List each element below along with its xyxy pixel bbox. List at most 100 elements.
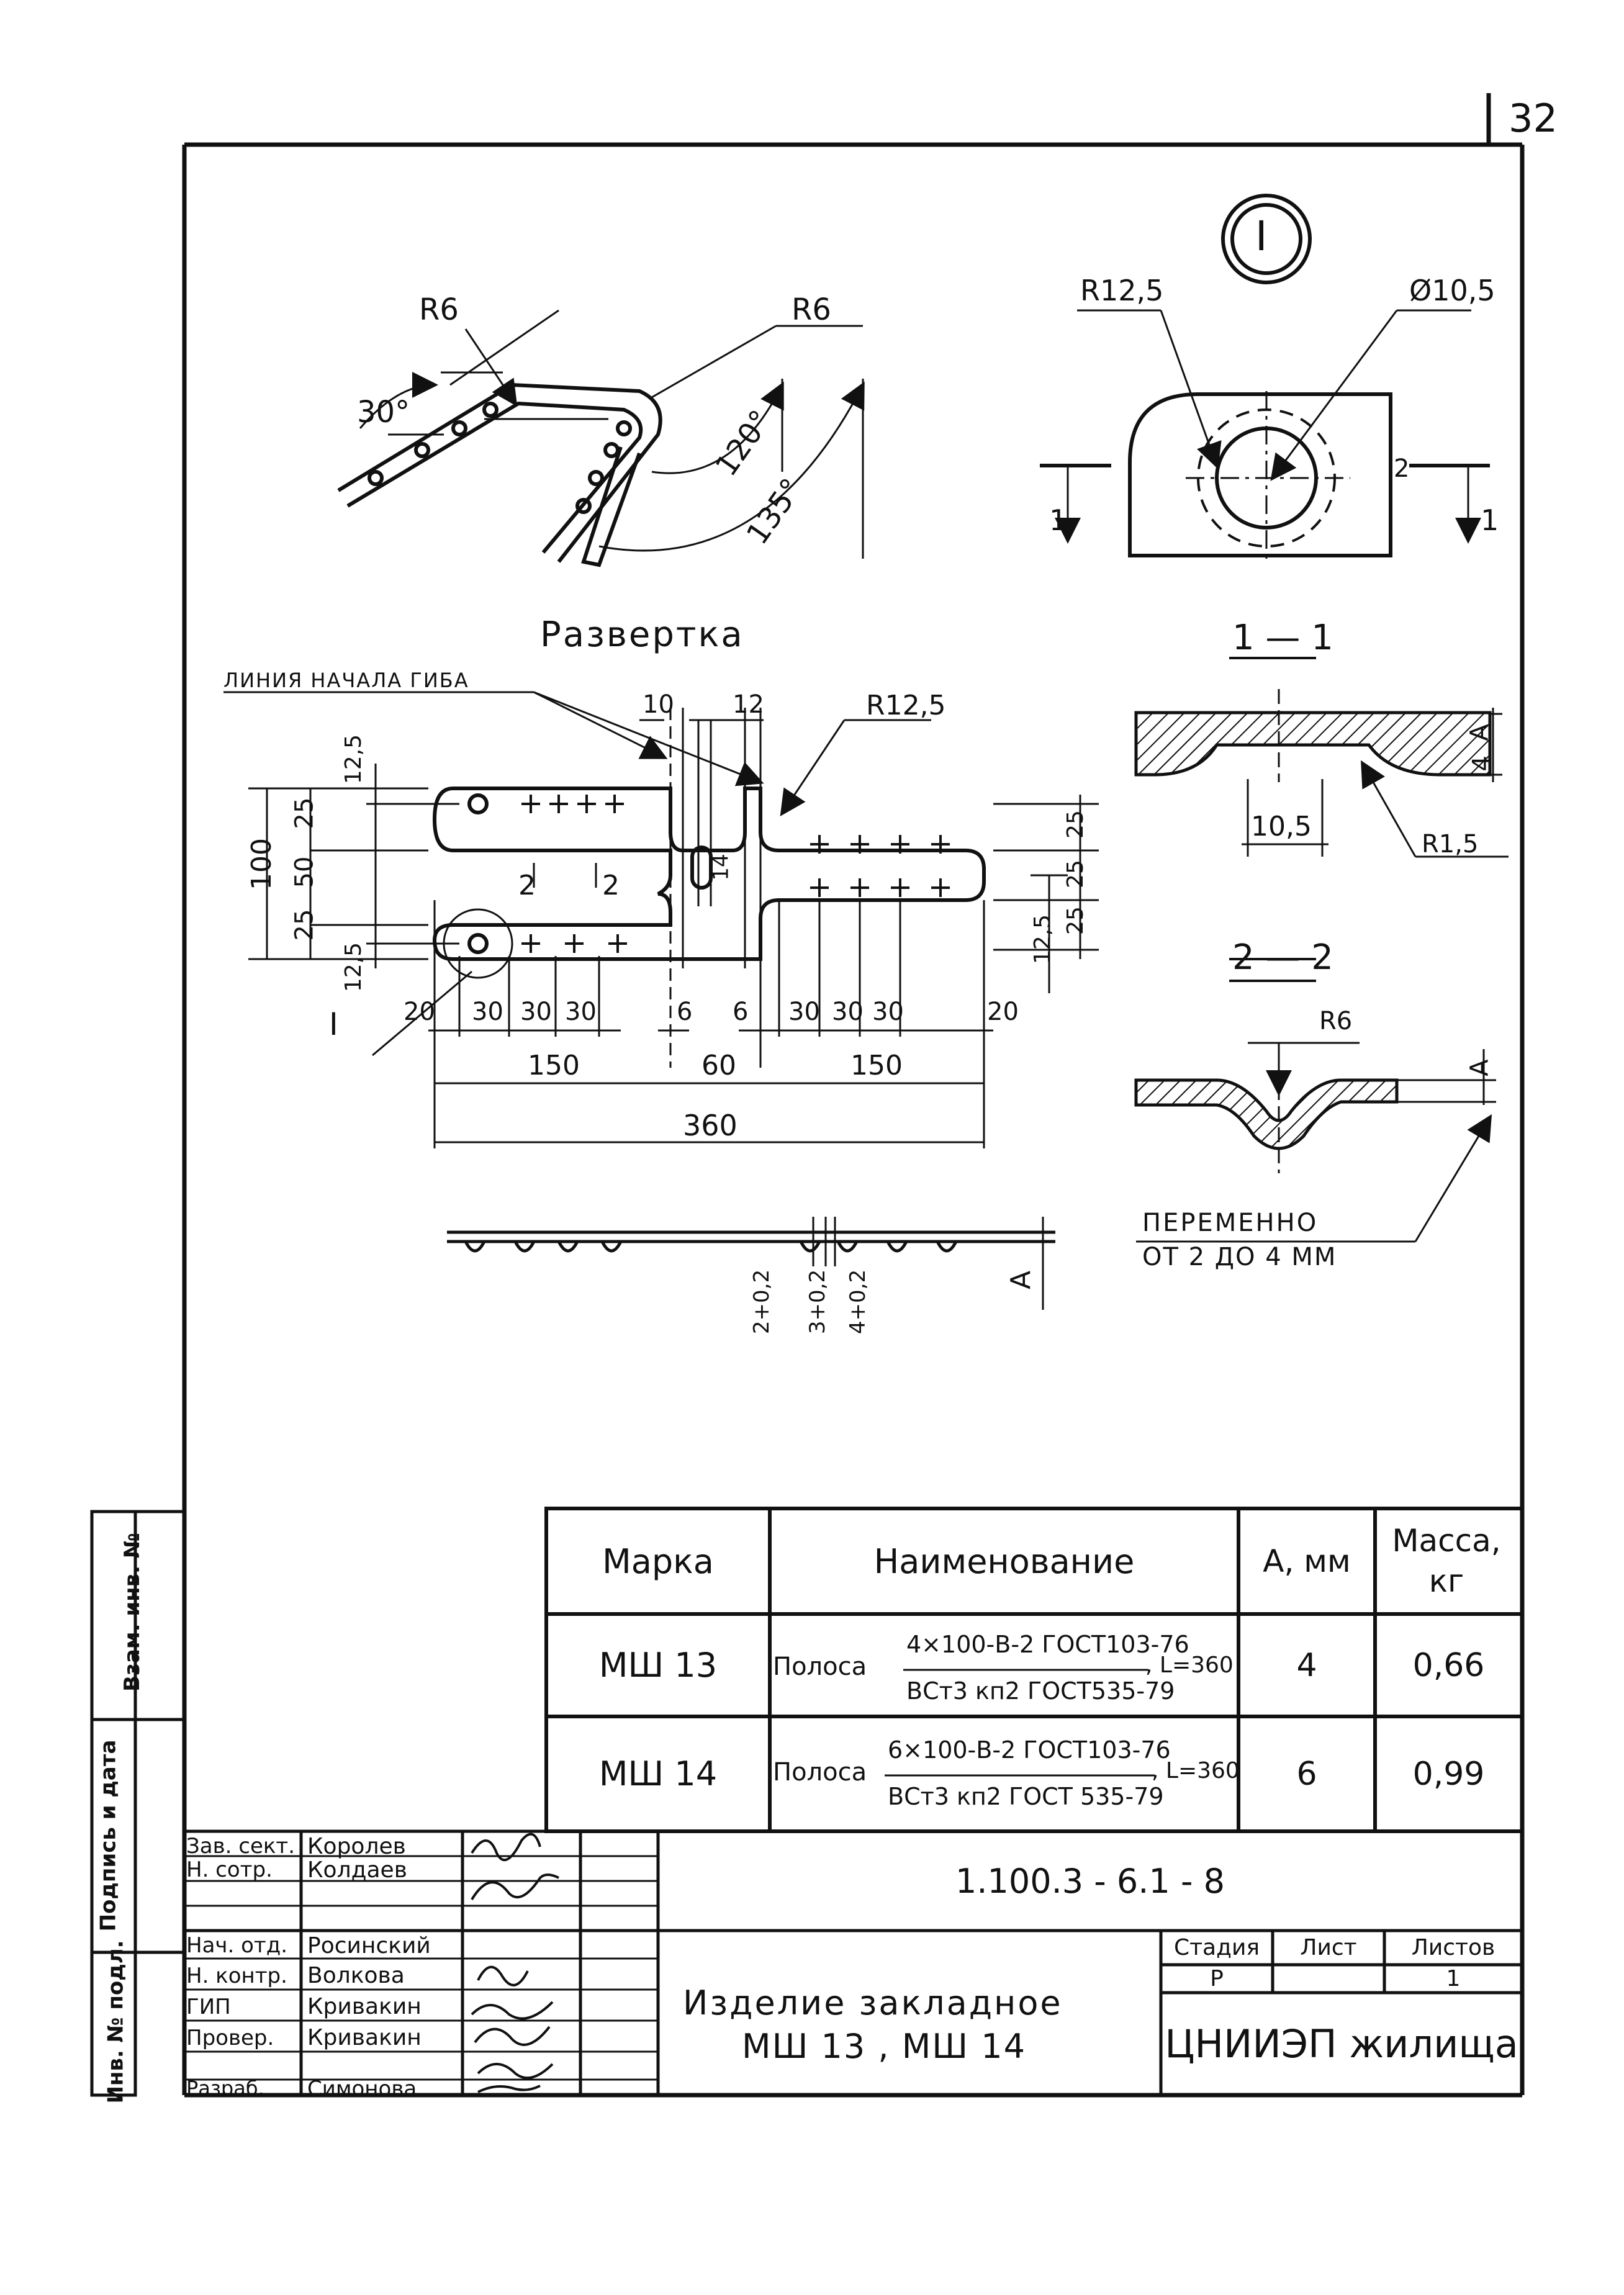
dim-12-5-right: 12,5 <box>1030 914 1056 965</box>
staff-name-7: Кривакин <box>307 2025 422 2050</box>
stage-value: Р <box>1210 1966 1224 1991</box>
row-2-mass: 0,99 <box>1412 1755 1485 1793</box>
detail-radius: R12,5 <box>1080 274 1164 307</box>
dim-150-right: 150 <box>850 1050 903 1081</box>
development-view <box>223 691 1099 1148</box>
staff-name-8: Симонова <box>307 2076 417 2095</box>
section-mark-2a: 2 <box>518 870 536 901</box>
section-1-title: 1 — 1 <box>1232 618 1333 658</box>
cut2-mark: 2 <box>1394 454 1410 483</box>
cut-mark-right: 1 <box>1481 503 1499 537</box>
staff-role-2: Н. сотр. <box>186 1857 273 1882</box>
title-line-1: Изделие закладное <box>683 1983 1063 2022</box>
row-1-length: , L=360 <box>1145 1652 1234 1678</box>
dim-b-30-4: 30 <box>788 998 820 1026</box>
side-dim-3: 3+0,2 <box>805 1269 831 1335</box>
organization: ЦНИИЭП жилища <box>1165 2021 1518 2067</box>
stage-header: Стадия <box>1173 1935 1260 1960</box>
detail-view <box>1040 194 1490 565</box>
row-1-den: ВСт3 кп2 ГОСТ535-79 <box>906 1677 1175 1705</box>
dim-12-5-top: 12,5 <box>341 734 367 785</box>
section-mark-2b: 2 <box>602 870 620 901</box>
section-2-a: A <box>1465 1059 1494 1076</box>
dim-25-r1: 25 <box>1062 810 1088 839</box>
development-title: Развертка <box>540 615 744 655</box>
dim-b-30-5: 30 <box>832 998 864 1026</box>
side-dim-2: 2+0,2 <box>749 1269 775 1335</box>
dim-100: 100 <box>245 838 277 890</box>
section-1-four: 4 <box>1468 755 1497 772</box>
row-2-prefix: Полоса <box>773 1758 867 1787</box>
section-2-radius: R6 <box>1319 1007 1353 1035</box>
table-header-a: А, мм <box>1263 1543 1351 1579</box>
section-1-1 <box>1134 657 1509 960</box>
dim-14: 14 <box>708 854 734 881</box>
staff-role-6: ГИП <box>186 1994 231 2019</box>
row-2-num: 6×100-В-2 ГОСТ103-76 <box>888 1736 1171 1764</box>
row-1-prefix: Полоса <box>773 1652 867 1681</box>
stamp-replaced-inv: Взам. инв. № <box>119 1533 145 1692</box>
dim-b-6-2: 6 <box>733 998 749 1026</box>
dim-b-20-right: 20 <box>987 998 1019 1026</box>
side-dim-4: 4+0,2 <box>846 1269 871 1335</box>
detail-diameter: Ø10,5 <box>1409 274 1495 307</box>
dim-b-30-6: 30 <box>872 998 904 1026</box>
row-1-num: 4×100-В-2 ГОСТ103-76 <box>906 1631 1189 1658</box>
dim-b-30-2: 30 <box>520 998 552 1026</box>
section-2-2 <box>1134 980 1496 1243</box>
staff-name-5: Волкова <box>307 1963 405 1988</box>
doc-number: 1.100.3 - 6.1 - 8 <box>955 1861 1225 1901</box>
sheet-header: Лист <box>1300 1935 1357 1960</box>
table-header-mass: Масса, кг <box>1392 1523 1501 1599</box>
stamp-signature-date: Подпись и дата <box>96 1739 121 1932</box>
page-number: 32 <box>1509 96 1558 141</box>
sheets-header: Листов <box>1411 1935 1495 1960</box>
dim-12: 12 <box>733 690 764 719</box>
staff-role-7: Провер. <box>186 2025 274 2050</box>
table-header-name: Наименование <box>873 1541 1135 1581</box>
dim-b-20-left: 20 <box>404 998 435 1026</box>
row-2-den: ВСт3 кп2 ГОСТ 535-79 <box>888 1783 1164 1810</box>
dim-10: 10 <box>643 690 674 719</box>
dim-25-r3: 25 <box>1062 906 1088 935</box>
bent-radius-right: R6 <box>792 292 831 327</box>
bent-view <box>337 309 865 567</box>
side-view <box>447 1217 1055 1310</box>
table-header-mark: Марка <box>602 1541 714 1581</box>
staff-name-1: Королев <box>307 1833 406 1859</box>
row-1-a: 4 <box>1296 1646 1317 1684</box>
dim-360: 360 <box>683 1109 738 1142</box>
dev-radius: R12,5 <box>866 690 946 721</box>
stamp-original-inv: Инв. № подл. <box>103 1940 129 2104</box>
dim-25-top: 25 <box>290 797 319 829</box>
staff-role-8: Разраб. <box>186 2076 264 2095</box>
dim-150-left: 150 <box>528 1050 580 1081</box>
dim-25-r2: 25 <box>1062 860 1088 888</box>
staff-name-6: Кривакин <box>307 1994 422 2019</box>
section-1-radius: R1,5 <box>1422 830 1479 859</box>
staff-name-2: Колдаев <box>307 1857 407 1883</box>
section-1-a: A <box>1465 724 1494 741</box>
dim-b-30-3: 30 <box>565 998 597 1026</box>
section-2-title: 2 — 2 <box>1232 937 1333 978</box>
row-2-mark: МШ 14 <box>598 1754 718 1793</box>
dim-12-5-bottom: 12,5 <box>341 942 367 993</box>
bent-angle-30: 30° <box>357 395 410 430</box>
staff-name-4: Росинский <box>307 1932 431 1959</box>
row-1-mass: 0,66 <box>1412 1646 1485 1684</box>
dim-b-30-1: 30 <box>472 998 503 1026</box>
section-2-note-1: Переменно <box>1142 1209 1319 1237</box>
title-line-2: МШ 13 , МШ 14 <box>742 2027 1026 2066</box>
detail-marker: I <box>1255 212 1268 260</box>
staff-role-5: Н. контр. <box>186 1963 287 1988</box>
row-2-length: , L=360 <box>1152 1758 1240 1783</box>
bend-line-label: линия начала гиба <box>223 669 469 692</box>
dim-b-6-1: 6 <box>677 998 693 1026</box>
detail-ref: I <box>329 1006 338 1042</box>
section-1-dim: 10,5 <box>1251 811 1312 842</box>
cut-mark-left: 1 <box>1049 503 1068 537</box>
bent-radius-left: R6 <box>419 292 459 327</box>
row-2-a: 6 <box>1296 1755 1317 1793</box>
sheets-value: 1 <box>1446 1966 1461 1991</box>
